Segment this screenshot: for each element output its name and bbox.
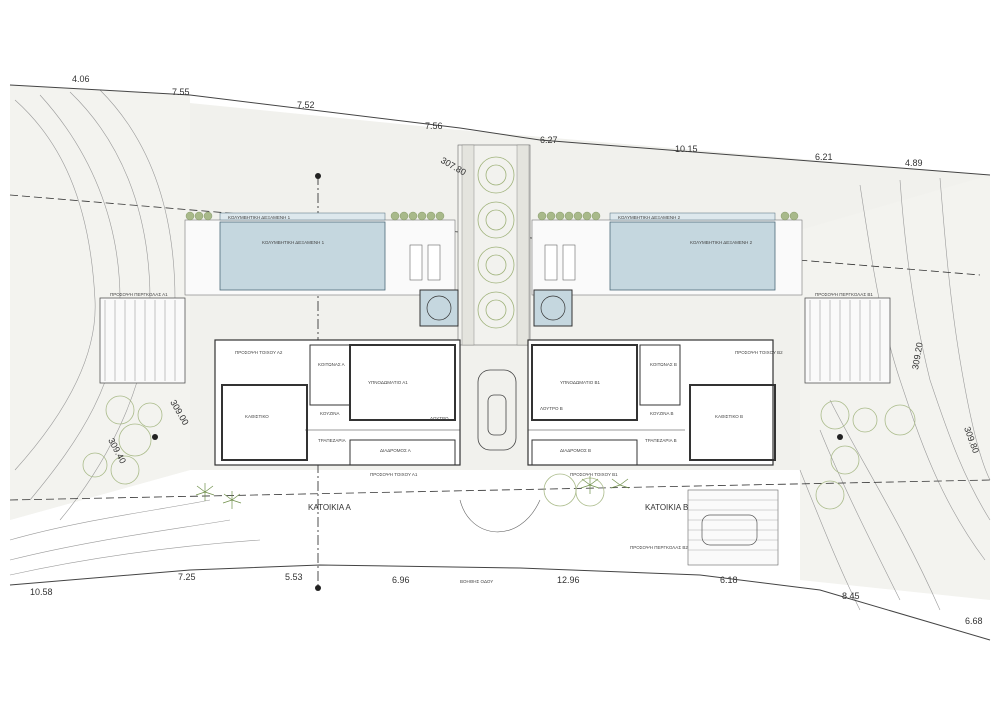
dim-label: 6.68 — [965, 616, 983, 626]
room-label: ΛΟΥΤΡΟ Β — [540, 406, 563, 411]
parking-label: ΠΡΟΣΟΨΗ ΠΕΡΓΚΟΛΑΣ Β2 — [630, 545, 688, 550]
parking-pergola-b — [687, 489, 779, 566]
room-label: ΥΠΝΟΔΩΜΑΤΙΟ Β1 — [560, 380, 600, 385]
pergola-a — [99, 297, 186, 384]
room-label: ΔΙΑΔΡΟΜΟΣ Β — [560, 448, 591, 453]
jacuzzi-a — [419, 289, 459, 327]
room-label: ΥΠΝΟΔΩΜΑΤΙΟ Α1 — [368, 380, 408, 385]
room-label: ΚΟΥΖΙΝΑ Β — [650, 411, 673, 416]
jacuzzi-b — [533, 289, 573, 327]
room-label: ΚΟΙΤΩΝΑΣ Α — [318, 362, 345, 367]
sun-loungers-a — [409, 244, 441, 281]
contour-label: 309.20 — [910, 341, 925, 370]
pool-a-label: ΚΟΛΥΜΒΗΤΙΚΗ ΔΕΞΑΜΕΝΗ 1 — [228, 215, 291, 220]
pool-a — [219, 221, 386, 291]
dim-label: 4.06 — [72, 74, 90, 84]
house-a-title: ΚΑΤΟΙΚΙΑ Α — [308, 503, 352, 512]
dim-label: 6.96 — [392, 575, 410, 585]
pool-b-note: ΚΟΛΥΜΒΗΤΙΚΗ ΔΕΞΑΜΕΝΗ 2 — [690, 240, 753, 245]
pool-b — [609, 221, 776, 291]
entrance-ramp — [477, 369, 517, 451]
road-label: ΒΟΗΘΗΣ ΟΔΟΥ — [460, 579, 493, 584]
facade-label: ΠΡΟΣΟΨΗ ΤΟΙΧΟΥ Β1 — [570, 472, 618, 477]
site-trees — [82, 395, 916, 510]
dim-label: 12.96 — [557, 575, 580, 585]
facade-label: ΠΡΟΣΟΨΗ ΤΟΙΧΟΥ Α1 — [370, 472, 418, 477]
dim-label: 8.45 — [842, 591, 860, 601]
sun-loungers-b — [544, 244, 576, 281]
terrace-curve — [459, 499, 541, 533]
dim-label: 6.27 — [540, 135, 558, 145]
dim-label: 5.53 — [285, 572, 303, 582]
dim-label: 4.89 — [905, 158, 923, 168]
room-label: ΛΟΥΤΡΟ — [430, 416, 449, 421]
house-a-plan — [214, 339, 461, 466]
boundary-labels: 4.06 7.55 7.52 7.56 6.27 10.15 6.21 4.89… — [30, 74, 983, 626]
dim-label: 7.52 — [297, 100, 315, 110]
palm-trees — [195, 476, 630, 509]
room-label: ΤΡΑΠΕΖΑΡΙΑ Β — [645, 438, 677, 443]
dim-label: 6.21 — [815, 152, 833, 162]
pool-a-note: ΚΟΛΥΜΒΗΤΙΚΗ ΔΕΞΑΜΕΝΗ 1 — [262, 240, 325, 245]
room-label: ΤΡΑΠΕΖΑΡΙΑ — [318, 438, 346, 443]
room-label: ΔΙΑΔΡΟΜΟΣ Α — [380, 448, 411, 453]
pergola-a-label: ΠΡΟΣΟΨΗ ΠΕΡΓΚΟΛΑΣ Α1 — [110, 292, 168, 297]
house-b-room-labels: ΚΑΘΙΣΤΙΚΟ Β ΥΠΝΟΔΩΜΑΤΙΟ Β1 ΚΟΙΤΩΝΑΣ Β ΚΟ… — [540, 350, 783, 550]
dim-label: 10.58 — [30, 587, 53, 597]
terrain-zone-east — [800, 175, 990, 600]
property-boundary — [9, 84, 991, 176]
house-b-plan — [527, 339, 776, 466]
axis-markers — [152, 173, 843, 591]
shrubs — [185, 211, 799, 221]
pool-b-label: ΚΟΛΥΜΒΗΤΙΚΗ ΔΕΞΑΜΕΝΗ 2 — [618, 215, 681, 220]
house-a-room-labels: ΚΑΘΙΣΤΙΚΟ ΥΠΝΟΔΩΜΑΤΙΟ Α1 ΚΟΙΤΩΝΑΣ Α ΚΟΥΖ… — [235, 350, 449, 477]
room-label: ΚΑΘΙΣΤΙΚΟ — [245, 414, 269, 419]
dim-label: 7.55 — [172, 87, 190, 97]
facade-label: ΠΡΟΣΟΨΗ ΤΟΙΧΟΥ Α2 — [235, 350, 283, 355]
room-label: ΚΟΙΤΩΝΑΣ Β — [650, 362, 677, 367]
room-label: ΚΑΘΙΣΤΙΚΟ Β — [715, 414, 743, 419]
dim-label: 7.56 — [425, 121, 443, 131]
pergola-b — [804, 297, 891, 384]
facade-label: ΠΡΟΣΟΨΗ ΤΟΙΧΟΥ Β2 — [735, 350, 783, 355]
contour-lines — [9, 89, 991, 611]
dim-label: 10.15 — [675, 144, 698, 154]
property-boundary-south — [9, 564, 991, 641]
walkway-trees — [477, 156, 515, 329]
dim-label: 6.18 — [720, 575, 738, 585]
house-b-title: ΚΑΤΟΙΚΙΑ Β — [645, 503, 688, 512]
room-label: ΚΟΥΖΙΝΑ — [320, 411, 339, 416]
dim-label: 7.25 — [178, 572, 196, 582]
pergola-b-label: ΠΡΟΣΟΨΗ ΠΕΡΓΚΟΛΑΣ Β1 — [815, 292, 873, 297]
